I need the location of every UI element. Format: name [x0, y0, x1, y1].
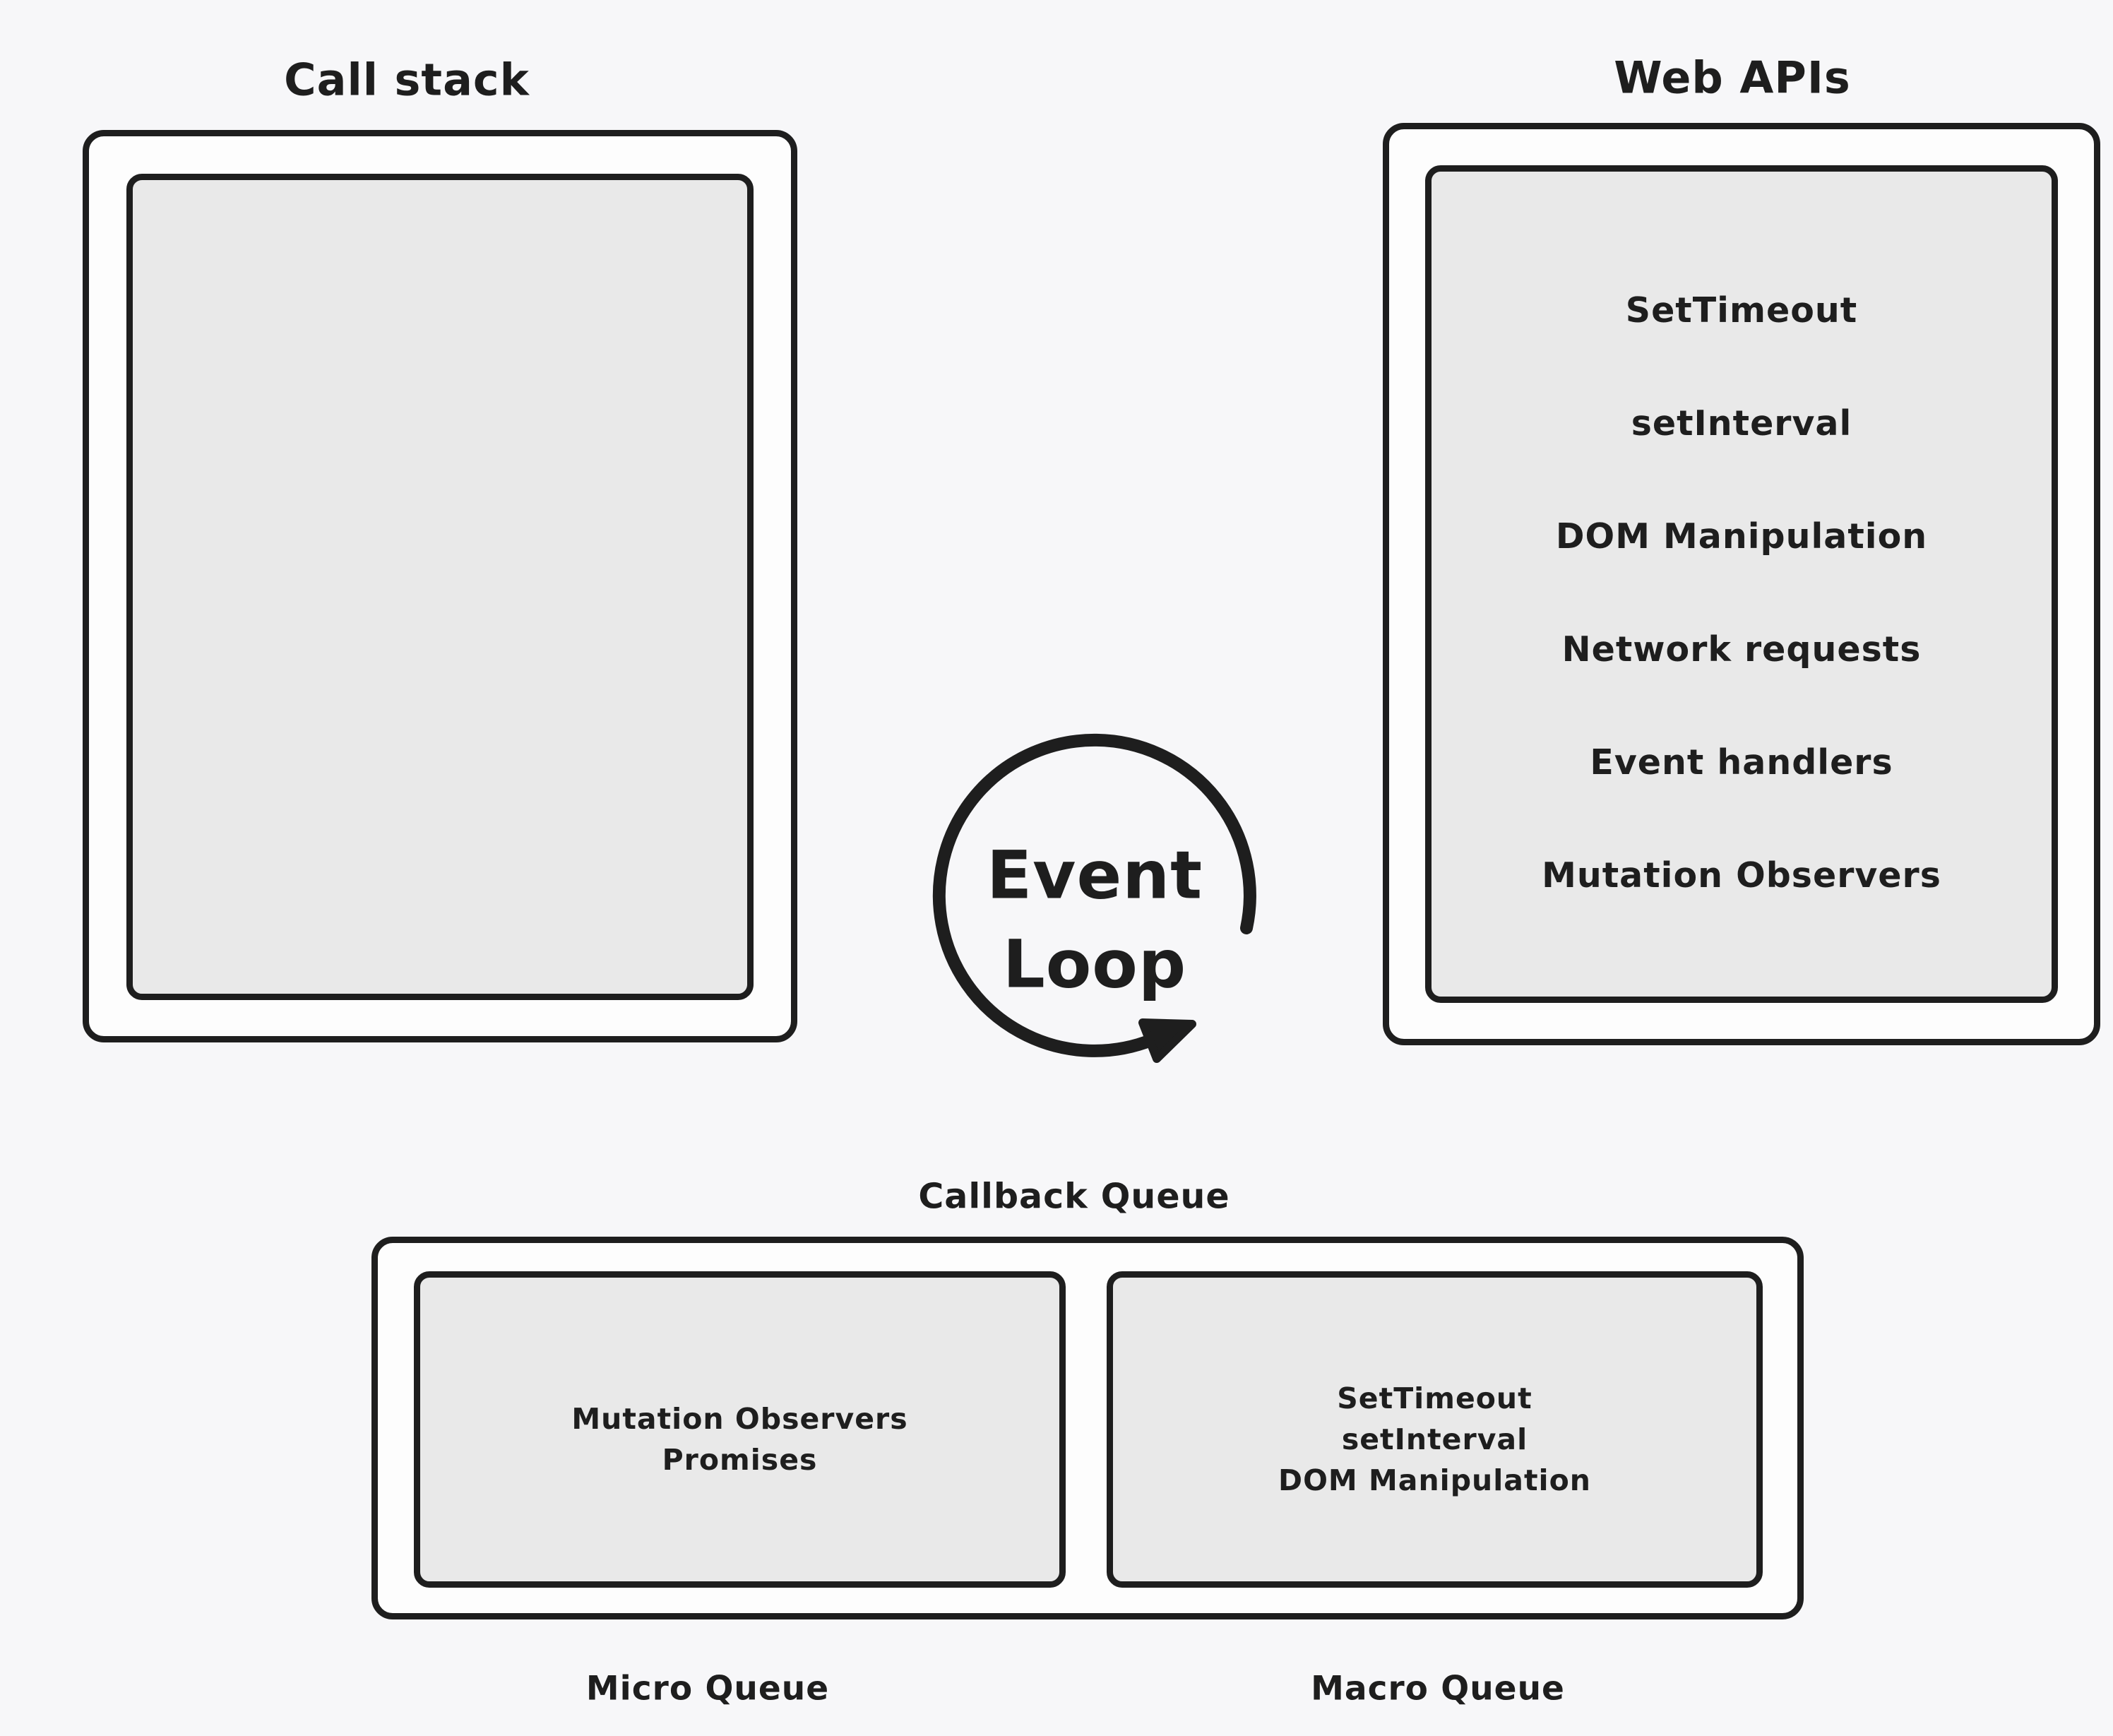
event-loop-label-line2: Loop	[1003, 927, 1186, 1004]
micro-queue-item: Promises	[662, 1443, 818, 1477]
call-stack-title: Call stack	[284, 54, 530, 106]
call-stack-inner-panel	[126, 174, 754, 1000]
macro-queue-label: Macro Queue	[1311, 1669, 1565, 1708]
macro-queue-item: DOM Manipulation	[1278, 1463, 1591, 1497]
event-loop-arc	[932, 733, 1256, 1057]
arrowhead-icon	[1138, 1018, 1196, 1063]
web-api-item: setInterval	[1631, 403, 1852, 444]
micro-queue-panel: Mutation Observers Promises	[414, 1271, 1066, 1588]
web-api-item: SetTimeout	[1625, 290, 1858, 331]
callback-queue-title: Callback Queue	[918, 1176, 1230, 1217]
micro-queue-item: Mutation Observers	[571, 1402, 908, 1436]
event-loop-cycle-icon: Event Loop	[932, 733, 1256, 1063]
macro-queue-item: setInterval	[1341, 1422, 1528, 1456]
web-apis-title: Web APIs	[1614, 52, 1851, 104]
web-api-item: Network requests	[1561, 629, 1922, 670]
micro-queue-label: Micro Queue	[585, 1669, 830, 1708]
web-apis-inner-panel: SetTimeout setInterval DOM Manipulation …	[1425, 165, 2058, 1003]
macro-queue-item: SetTimeout	[1337, 1381, 1532, 1415]
web-api-item: DOM Manipulation	[1555, 516, 1928, 557]
web-api-item: Event handlers	[1590, 742, 1893, 783]
macro-queue-panel: SetTimeout setInterval DOM Manipulation	[1107, 1271, 1763, 1588]
event-loop-label-line1: Event	[987, 838, 1203, 915]
web-api-item: Mutation Observers	[1542, 855, 1941, 896]
